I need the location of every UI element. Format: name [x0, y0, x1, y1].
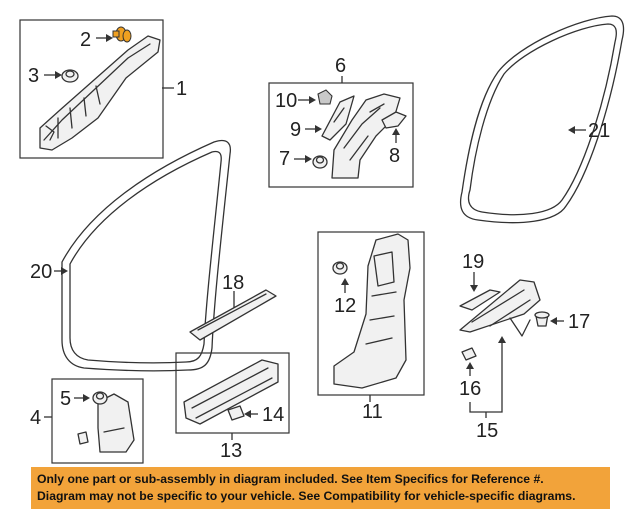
callout-7: 7: [279, 148, 290, 170]
group-6-box: [268, 82, 414, 188]
clip-10: [317, 89, 333, 105]
callout-4: 4: [30, 407, 41, 429]
callout-8: 8: [389, 145, 400, 167]
scuff-plate-18: [189, 289, 277, 341]
callout-12: 12: [334, 295, 356, 317]
callout-9: 9: [290, 119, 301, 141]
callout-13: 13: [220, 440, 242, 462]
callout-6: 6: [335, 55, 346, 77]
clip-17: [534, 311, 550, 327]
callout-1: 1: [176, 78, 187, 100]
sill-trim-13: [183, 359, 279, 425]
callout-15: 15: [476, 420, 498, 442]
disclaimer-line-1: Only one part or sub-assembly in diagram…: [37, 472, 544, 486]
pillar-trim-lower: [333, 233, 411, 389]
callout-21: 21: [588, 120, 610, 142]
clip-12: [332, 261, 348, 275]
group-11-box: [317, 231, 425, 396]
cover-9: [321, 95, 355, 141]
clip-5: [92, 391, 108, 405]
pillar-trim-upper: [39, 35, 161, 151]
cover-19: [459, 289, 501, 311]
callout-18: 18: [222, 272, 244, 294]
trim-15: [459, 279, 541, 337]
clip-14: [227, 405, 245, 421]
callout-3: 3: [28, 65, 39, 87]
kick-panel-4: [97, 393, 135, 453]
callout-17: 17: [568, 311, 590, 333]
callout-5: 5: [60, 388, 71, 410]
bracket-8: [381, 111, 407, 129]
group-1-box: [19, 19, 164, 159]
clip-7: [312, 155, 328, 169]
callout-11: 11: [362, 401, 383, 423]
clip-2-highlighted: [112, 26, 132, 43]
clip-4-small: [77, 431, 89, 445]
callout-2: 2: [80, 29, 91, 51]
group-4-box: [51, 378, 144, 464]
weatherstrip-rear: [459, 15, 625, 224]
pillar-trim-center: [331, 93, 401, 179]
disclaimer-line-2: Diagram may not be specific to your vehi…: [37, 489, 576, 503]
parts-diagram: 1 2 3 6 10 9 7 8 21: [19, 15, 625, 464]
callout-10: 10: [275, 90, 297, 112]
disclaimer-banner: Only one part or sub-assembly in diagram…: [31, 467, 610, 509]
weatherstrip-front: [61, 139, 232, 372]
callout-19: 19: [462, 251, 484, 273]
clip-16: [461, 347, 477, 361]
callout-20: 20: [30, 261, 52, 283]
clip-3: [61, 69, 79, 83]
callout-14: 14: [262, 404, 284, 426]
callout-16: 16: [459, 378, 481, 400]
